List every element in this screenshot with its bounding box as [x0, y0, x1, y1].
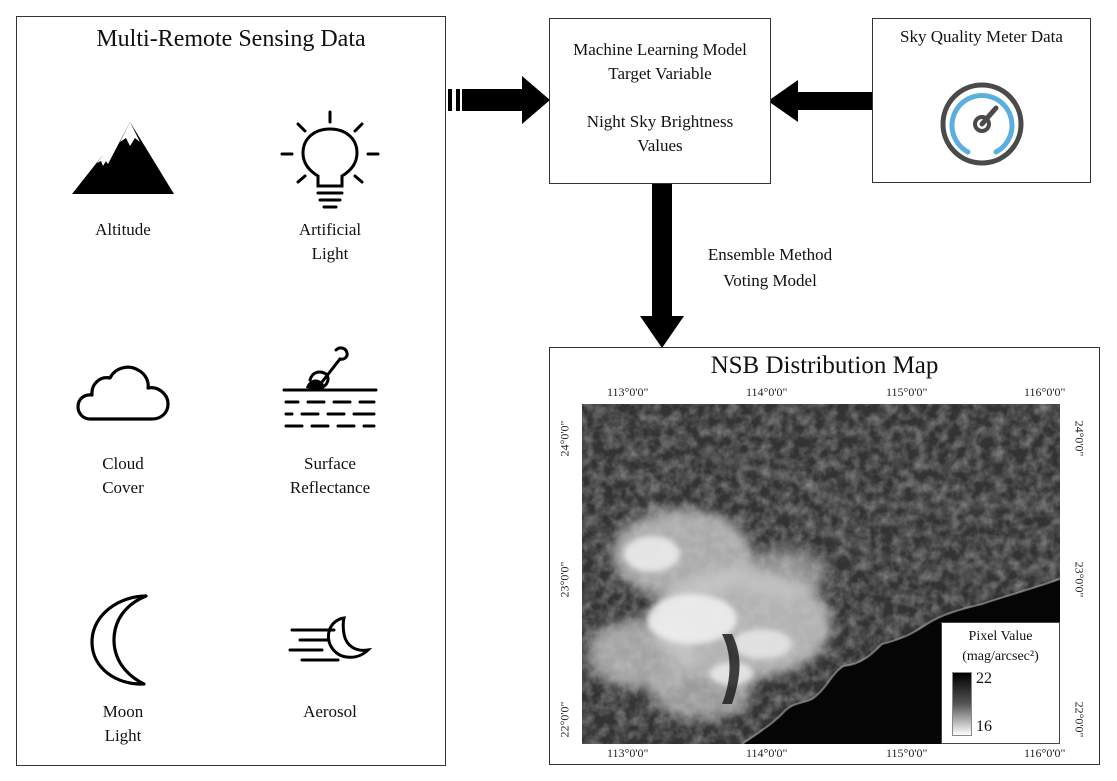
- artificial-light-line-1: Artificial: [298, 220, 362, 239]
- mountain-icon: [72, 122, 174, 194]
- moon-icon: [90, 594, 148, 686]
- legend-max-value: 22: [976, 670, 992, 687]
- lat-right-22: 22°0'0": [1072, 701, 1087, 738]
- lightbulb-icon: [280, 110, 380, 209]
- surface-reflectance-line-1: Surface: [304, 454, 356, 473]
- altitude-label: Altitude: [63, 218, 183, 242]
- artificial-light-label: Artificial Light: [270, 218, 390, 266]
- surface-reflectance-icon: [282, 346, 378, 428]
- lat-left-22: 22°0'0": [557, 701, 572, 738]
- lat-right-23: 23°0'0": [1072, 561, 1087, 598]
- lat-left-23: 23°0'0": [557, 561, 572, 598]
- ml-model-box: [549, 18, 771, 184]
- legend-title-line-2: (mag/arcsec²): [962, 649, 1039, 664]
- legend-title: Pixel Value (mag/arcsec²): [941, 627, 1060, 667]
- lon-bottom-115: 115°0'0": [886, 746, 928, 760]
- remote-sensing-title: Multi-Remote Sensing Data: [96, 26, 366, 52]
- ml-model-line-2: Target Variable: [608, 64, 712, 83]
- aerosol-line: Aerosol: [303, 702, 357, 721]
- lat-left-24: 24°0'0": [557, 420, 572, 457]
- arrow-left-panel-to-ml: [448, 76, 550, 124]
- lon-top-113: 113°0'0": [607, 385, 649, 399]
- ensemble-label: Ensemble Method Voting Model: [690, 242, 850, 294]
- surface-reflectance-line-2: Reflectance: [289, 478, 371, 497]
- lon-top-115: 115°0'0": [886, 385, 928, 399]
- altitude-label-line: Altitude: [95, 220, 151, 239]
- moon-light-label: Moon Light: [63, 700, 183, 748]
- ensemble-line-2: Voting Model: [723, 271, 817, 290]
- nsb-raster-map: [582, 404, 1060, 744]
- lon-bottom-116: 116°0'0": [1024, 746, 1066, 760]
- arrow-sqm-to-ml: [768, 80, 874, 122]
- cloud-cover-line-2: Cover: [102, 478, 144, 497]
- legend-min-value: 16: [976, 718, 992, 735]
- ml-model-line-3: Night Sky Brightness: [586, 112, 734, 131]
- lon-top-114: 114°0'0": [746, 385, 788, 399]
- cloud-cover-label: Cloud Cover: [63, 452, 183, 500]
- lon-bottom-113: 113°0'0": [607, 746, 649, 760]
- ml-model-text: Machine Learning Model Target Variable N…: [549, 38, 771, 158]
- aerosol-icon: [288, 616, 372, 662]
- sqm-box: [872, 18, 1091, 183]
- ml-model-line-4: Values: [637, 136, 683, 155]
- legend-gradient-bar: [952, 672, 972, 736]
- gauge-icon: [940, 82, 1024, 166]
- moon-light-line-1: Moon: [102, 702, 144, 721]
- cloud-icon: [76, 365, 170, 421]
- lon-bottom-114: 114°0'0": [746, 746, 788, 760]
- lat-right-24: 24°0'0": [1072, 420, 1087, 457]
- artificial-light-line-2: Light: [311, 244, 349, 263]
- cloud-cover-line-1: Cloud: [102, 454, 144, 473]
- surface-reflectance-label: Surface Reflectance: [270, 452, 390, 500]
- aerosol-label: Aerosol: [270, 700, 390, 724]
- ensemble-line-1: Ensemble Method: [707, 245, 833, 264]
- moon-light-line-2: Light: [104, 726, 142, 745]
- sqm-title: Sky Quality Meter Data: [900, 27, 1063, 46]
- arrow-ml-to-map: [640, 184, 684, 348]
- legend-title-line-1: Pixel Value: [968, 629, 1033, 644]
- ml-model-line-1: Machine Learning Model: [573, 40, 747, 59]
- nsb-map-title: NSB Distribution Map: [710, 352, 939, 379]
- lon-top-116: 116°0'0": [1024, 385, 1066, 399]
